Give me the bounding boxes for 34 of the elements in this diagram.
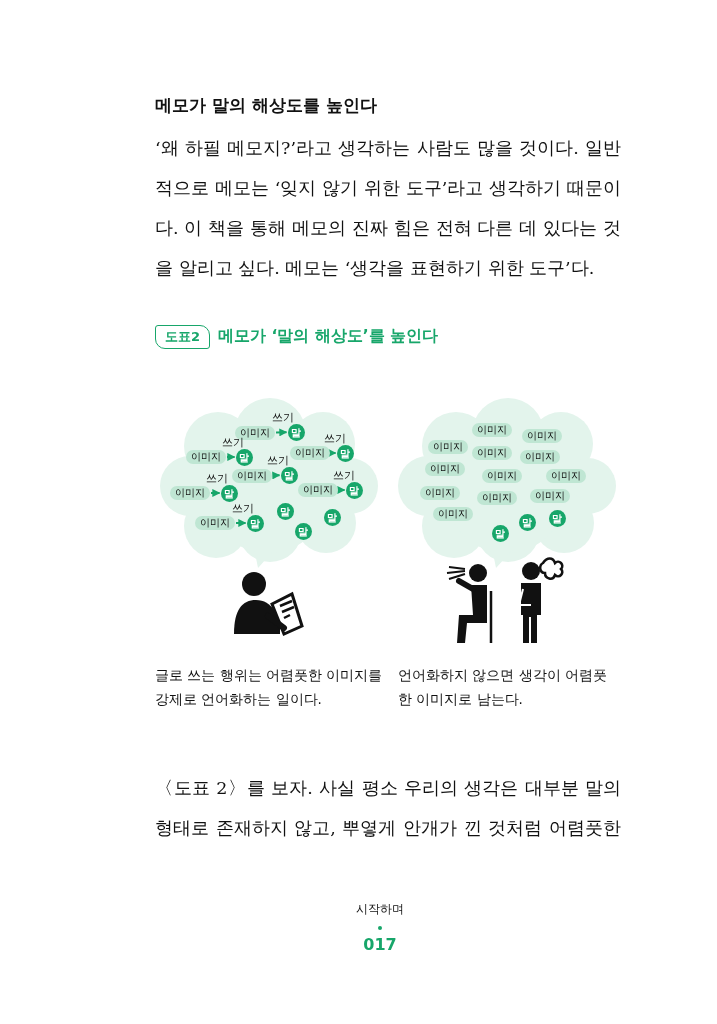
edge-label: 쓰기 — [267, 455, 290, 468]
edge-label: 쓰기 — [272, 412, 295, 425]
word-chip: 이미지 — [186, 450, 226, 464]
edge-label: 쓰기 — [231, 503, 254, 515]
word-chip: 이미지 — [546, 469, 586, 483]
word-chip: 이미지 — [298, 483, 338, 497]
word-chip: 이미지 — [472, 446, 512, 460]
figure-title: 메모가 ‘말의 해상도’를 높인다 — [218, 326, 438, 347]
word-chip: 이미지 — [232, 469, 272, 483]
caption: 글로 쓰는 행위는 어렴풋한 이미지를 강제로 언어화하는 일이다. — [155, 666, 384, 709]
word-chip: 이미지 — [170, 486, 210, 500]
figure-tag: 도표2 — [155, 325, 211, 349]
edge-label: 쓰기 — [324, 433, 347, 445]
edge-label: 쓰기 — [332, 470, 355, 482]
word-chip: 이미지 — [530, 489, 570, 503]
running-footer: 시작하며 — [330, 901, 430, 918]
body-paragraph: 〈도표 2〉를 보자. 사실 평소 우리의 생각은 대부분 말의 형태로 존재하지 않고, 뿌옇게 안개가 낀 것처럼 어렴풋한 — [155, 777, 621, 840]
section-heading: 메모가 말의 해상도를 높인다 — [155, 94, 377, 117]
edge-label: 쓰기 — [221, 437, 244, 449]
word-chip: 이미지 — [195, 516, 235, 530]
page-number: 017 — [362, 935, 398, 954]
caption: 언어화하지 않으면 생각이 어렴풋한 이미지로 남는다. — [398, 666, 608, 709]
word-chip: 이미지 — [433, 507, 473, 521]
word-chip: 이미지 — [290, 446, 330, 460]
word-chip: 이미지 — [472, 423, 512, 437]
word-chip: 이미지 — [520, 450, 560, 464]
word-chip: 이미지 — [420, 486, 460, 500]
word-chip: 이미지 — [477, 491, 517, 505]
edge-label: 쓰기 — [206, 473, 229, 485]
word-chip: 이미지 — [428, 440, 468, 454]
word-chip: 이미지 — [482, 469, 522, 483]
body-paragraph: ‘왜 하필 메모지?’라고 생각하는 사람도 많을 것이다. 일반적으로 메모는 ‘잊지 않기 위한 도구’라고 생각하기 때문이다. 이 책을 통해 메모의 진짜 힘은 전혀 다른 데 있다는 것을 알리고 싶다. 메모는 ‘생각을 표현하기 위한 도구’다. — [155, 137, 621, 280]
word-chip: 이미지 — [522, 429, 562, 443]
word-chip: 이미지 — [425, 462, 465, 476]
